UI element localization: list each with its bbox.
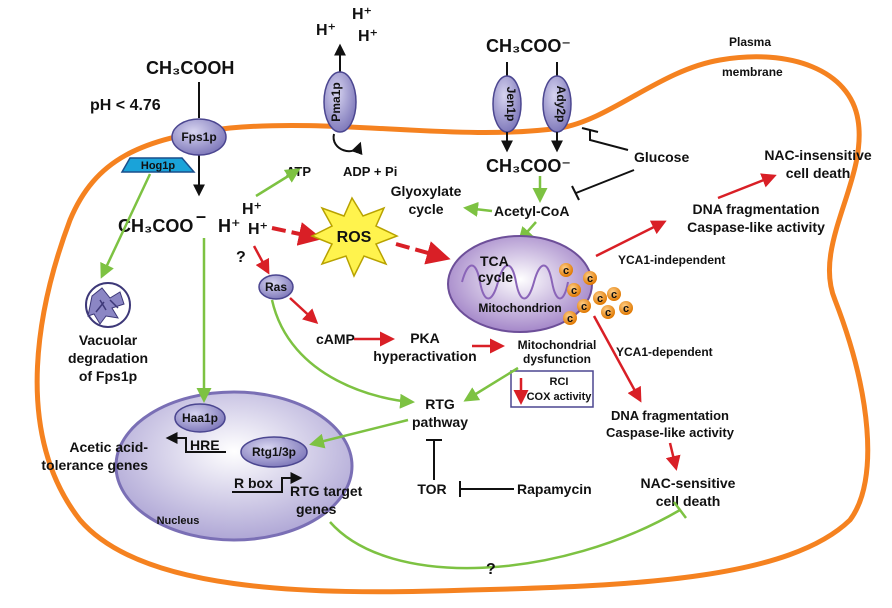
dna-frag-1b: Caspase-like activity [687, 219, 825, 235]
ady2p-label: Ady2p [554, 86, 568, 123]
vacuolar-label-1: Vacuolar [79, 332, 138, 348]
rtg13p-factor [240, 436, 308, 468]
ros-label: ROS [337, 229, 372, 246]
dna-frag-2a: DNA fragmentation [611, 408, 729, 423]
tca-label-1: TCA [480, 253, 509, 269]
rtg-pathway-1: RTG [425, 396, 455, 412]
mitochondrion-icon [447, 235, 593, 333]
plasma-membrane [34, 54, 871, 595]
glyoxylate-label-1: Glyoxylate [391, 183, 462, 199]
acetic-tolerance-2: tolerance genes [41, 457, 148, 473]
proton-mid-1: H⁺ [242, 201, 262, 218]
nac-sensitive-2: cell death [656, 493, 721, 509]
vacuolar-label-2: degradation [68, 350, 148, 366]
hre-label: HRE [190, 437, 220, 453]
acetic-acid-label: CH₃COOH [146, 58, 234, 78]
acetate-top-label: CH₃COO⁻ [486, 36, 571, 56]
cyto-c-letter: c [567, 313, 573, 325]
glucose-label: Glucose [634, 149, 689, 165]
pma1p-label: Pma1p [329, 82, 343, 121]
mito-dysfunction-1: Mitochondrial [518, 338, 597, 352]
cyto-c-letter: c [611, 289, 617, 301]
membrane-label: membrane [722, 65, 783, 79]
cyto-c-letter: c [581, 301, 587, 313]
rbox-label: R box [234, 475, 273, 491]
nac-sensitive-1: NAC-sensitive [641, 475, 736, 491]
proton-top-2: H⁺ [316, 22, 336, 39]
glyoxylate-label-2: cycle [408, 201, 443, 217]
cytochrome-c-icon [559, 263, 633, 325]
tca-label-2: cycle [478, 269, 513, 285]
proton-top-3: H⁺ [358, 28, 378, 45]
nac-insensitive-2: cell death [786, 165, 851, 181]
ras-protein [258, 274, 294, 300]
proton-top-1: H⁺ [352, 6, 372, 23]
yca1-dependent-label: YCA1-dependent [616, 345, 713, 359]
hog1p-label: Hog1p [141, 160, 176, 172]
pka-label-1: PKA [410, 330, 440, 346]
vacuolar-label-3: of Fps1p [79, 368, 137, 384]
tor-label: TOR [417, 481, 446, 497]
cox-label: COX activity [527, 391, 593, 403]
fps1p-label: Fps1p [181, 130, 216, 144]
nac-insensitive-1: NAC-insensitive [764, 147, 872, 163]
proton-left-label: H⁺ [218, 216, 241, 236]
cyto-c-letter: c [623, 303, 629, 315]
pka-label-2: hyperactivation [373, 348, 476, 364]
dna-frag-1a: DNA fragmentation [692, 201, 819, 217]
rci-label: RCI [550, 376, 569, 388]
atp-label: ATP [286, 164, 311, 179]
dna-frag-2b: Caspase-like activity [606, 425, 735, 440]
rapamycin-label: Rapamycin [517, 481, 592, 497]
vacuole-icon [85, 282, 131, 328]
question-bottom: ? [486, 561, 496, 578]
rtg13p-label: Rtg1/3p [252, 445, 296, 459]
mito-dysfunction-2: dysfunction [523, 352, 591, 366]
yca1-independent-label: YCA1-independent [618, 253, 725, 267]
ras-label: Ras [265, 280, 287, 294]
jen1p-label: Jen1p [504, 87, 518, 122]
acetate-mid-label: CH₃COO⁻ [486, 156, 571, 176]
ros-burst-icon [310, 196, 399, 278]
acetic-tolerance-1: Acetic acid- [69, 439, 148, 455]
rtg-target-1: RTG target [290, 483, 363, 499]
plasma-label: Plasma [729, 35, 771, 49]
hog1p-kinase [120, 157, 196, 173]
pma1p-pump [323, 71, 357, 133]
nucleus-icon [114, 390, 354, 542]
nucleus-label: Nucleus [157, 515, 200, 527]
haa1p-label: Haa1p [182, 411, 218, 425]
acetyl-coa-label: Acetyl-CoA [494, 203, 569, 219]
rtg-target-2: genes [296, 501, 337, 517]
acetate-left-label: CH₃COO [118, 216, 193, 236]
mitochondrion-label: Mitochondrion [478, 301, 561, 315]
cyto-c-letter: c [571, 285, 577, 297]
rtg-pathway-2: pathway [412, 414, 468, 430]
ph-label: pH < 4.76 [90, 97, 161, 114]
adp-pi-label: ADP + Pi [343, 164, 397, 179]
acetate-left-minus: – [196, 206, 206, 226]
camp-label: cAMP [316, 331, 355, 347]
question-ras: ? [236, 249, 246, 266]
proton-mid-2: H⁺ [248, 221, 268, 238]
cyto-c-letter: c [563, 265, 569, 277]
cyto-c-letter: c [587, 273, 593, 285]
fps1p-channel [171, 118, 227, 156]
haa1p-factor [174, 403, 226, 433]
cyto-c-letter: c [605, 307, 611, 319]
cyto-c-letter: c [597, 293, 603, 305]
